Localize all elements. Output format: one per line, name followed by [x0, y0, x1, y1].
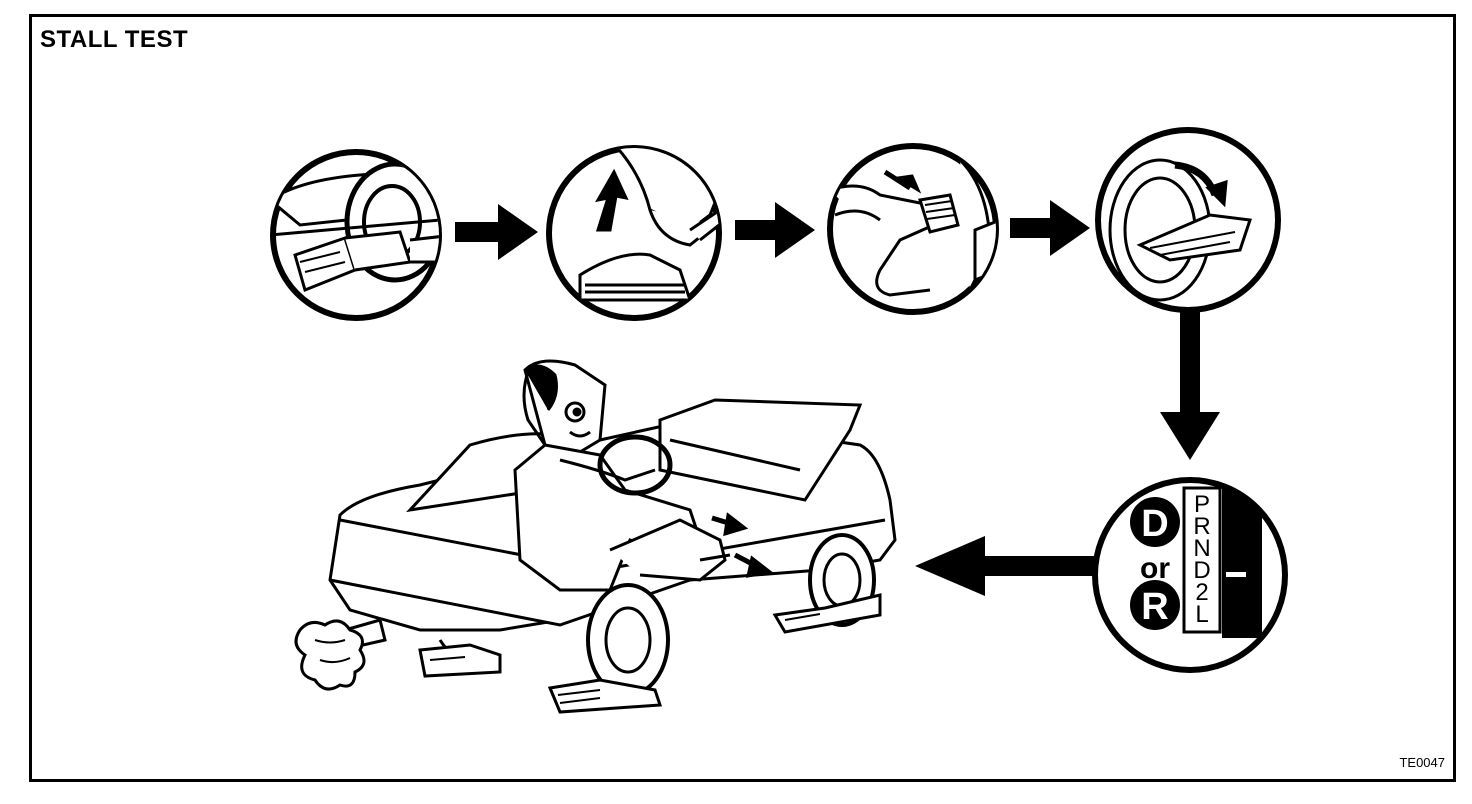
gear-position-n: N: [1193, 535, 1210, 562]
gear-position-2: 2: [1195, 579, 1208, 606]
figure-code: TE0047: [1399, 755, 1445, 770]
shift-position-panel: [1182, 486, 1222, 634]
gear-position-l: L: [1195, 601, 1208, 628]
arrow-down: [1160, 310, 1220, 460]
gear-d-badge: [1130, 497, 1180, 547]
gear-r-label: R: [1141, 586, 1168, 628]
diagram-title: STALL TEST: [40, 26, 189, 53]
step-chock-wheels: [270, 149, 442, 321]
arrow-left: [915, 536, 1095, 596]
gear-d-label: D: [1141, 503, 1168, 545]
ignition-key-icon: [1108, 158, 1253, 302]
brake-pedal-icon: [830, 158, 996, 297]
gear-position-d: D: [1193, 557, 1210, 584]
gear-position-r: R: [1193, 513, 1210, 540]
gear-position-p: P: [1194, 491, 1210, 518]
step-full-throttle: [294, 359, 897, 714]
car-driver-icon: [294, 359, 897, 714]
shift-lever-icon: [1222, 488, 1262, 638]
arrow-right-1: [455, 204, 538, 260]
arrow-right-2: [735, 202, 815, 258]
gear-r-badge: [1130, 580, 1180, 630]
step-brake-pedal: [827, 143, 999, 315]
gear-or-label: or: [1140, 552, 1170, 585]
step-parking-brake: [546, 145, 722, 321]
arrow-right-3: [1010, 200, 1090, 256]
step-ignition-start: [1095, 127, 1281, 313]
